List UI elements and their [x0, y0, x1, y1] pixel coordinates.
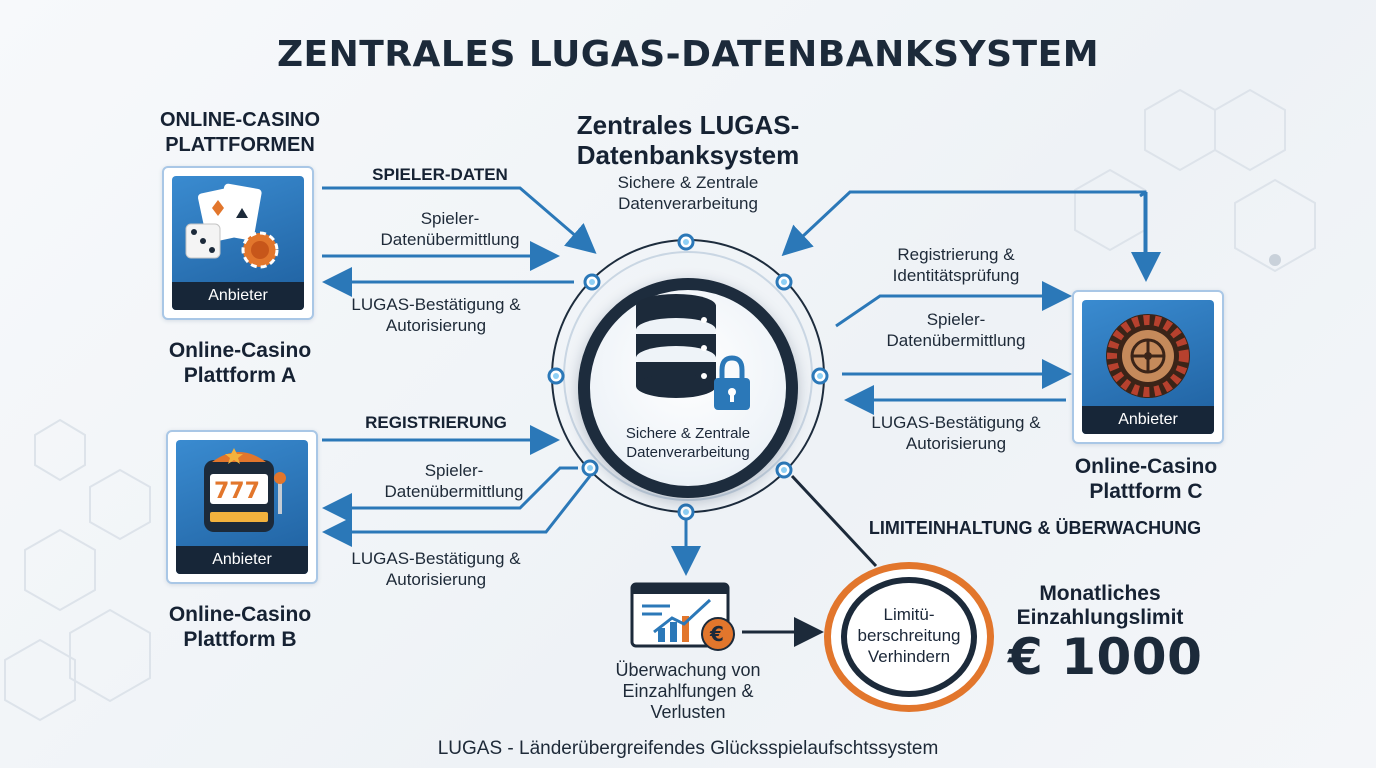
- platform-b-label-3: LUGAS-Bestätigung & Autorisierung: [351, 549, 521, 589]
- monthly-limit-label: Monatliches Einzahlungslimit: [1016, 582, 1184, 629]
- svg-text:777: 777: [214, 479, 260, 504]
- platform-b-label-2: Spieler-Datenübermittlung: [384, 461, 524, 501]
- database-lock-icon: [636, 294, 750, 410]
- limit-header: LIMITEINHALTUNG & ÜBERWACHUNG: [868, 518, 1202, 538]
- limit-amount: € 1000: [1008, 628, 1203, 686]
- hub-title: Zentrales LUGAS-Datenbanksystem: [576, 110, 800, 170]
- svg-text:€: €: [709, 622, 724, 646]
- platform-b-label-1: REGISTRIERUNG: [365, 413, 507, 432]
- platform-b-badge: Anbieter: [176, 546, 308, 574]
- platform-c-label-2: Spieler-Datenübermittlung: [886, 310, 1026, 350]
- platform-b-name: Online-Casino Plattform B: [168, 603, 312, 651]
- hub-subtitle: Sichere & Zentrale Datenverarbeitung: [617, 173, 759, 213]
- limit-circle: [824, 562, 994, 712]
- monitoring-label: Überwachung von Einzahlfungen & Verluste…: [615, 660, 761, 722]
- hub-inner-label: Sichere & Zentrale Datenverarbeitung: [625, 425, 751, 461]
- platform-c-name: Online-Casino Plattform C: [1074, 455, 1218, 503]
- platform-a-label-3: LUGAS-Bestätigung & Autorisierung: [351, 295, 521, 335]
- platform-a-badge: Anbieter: [172, 282, 304, 310]
- roulette-wheel-icon: [1106, 314, 1190, 398]
- chart-euro-monitor-icon: €: [630, 582, 735, 651]
- limit-circle-text: Limitü-berschreitung Verhindern: [857, 605, 961, 666]
- main-title: ZENTRALES LUGAS-DATENBANKSYSTEM: [276, 34, 1100, 75]
- platform-c-badge: Anbieter: [1082, 406, 1214, 434]
- cards-dice-chip-icon: [185, 183, 279, 269]
- footer-caption: LUGAS - Länderübergreifendes Glücksspiel…: [437, 738, 939, 759]
- platform-a-label-2: Spieler-Datenübermittlung: [380, 209, 520, 249]
- platform-c-label-1: Registrierung & Identitätsprüfung: [892, 245, 1020, 285]
- platforms-header: ONLINE-CASINO PLATTFORMEN: [160, 109, 320, 156]
- platform-a-label-1: SPIELER-DATEN: [372, 165, 508, 184]
- platform-a-name: Online-Casino Plattform A: [168, 339, 312, 387]
- slot-machine-icon: 777: [204, 448, 286, 532]
- platform-a-card[interactable]: Anbieter: [162, 166, 314, 320]
- platform-c-card[interactable]: Anbieter: [1072, 290, 1224, 444]
- platform-b-card[interactable]: 777 Anbieter: [166, 430, 318, 584]
- platform-c-label-3: LUGAS-Bestätigung & Autorisierung: [871, 413, 1041, 453]
